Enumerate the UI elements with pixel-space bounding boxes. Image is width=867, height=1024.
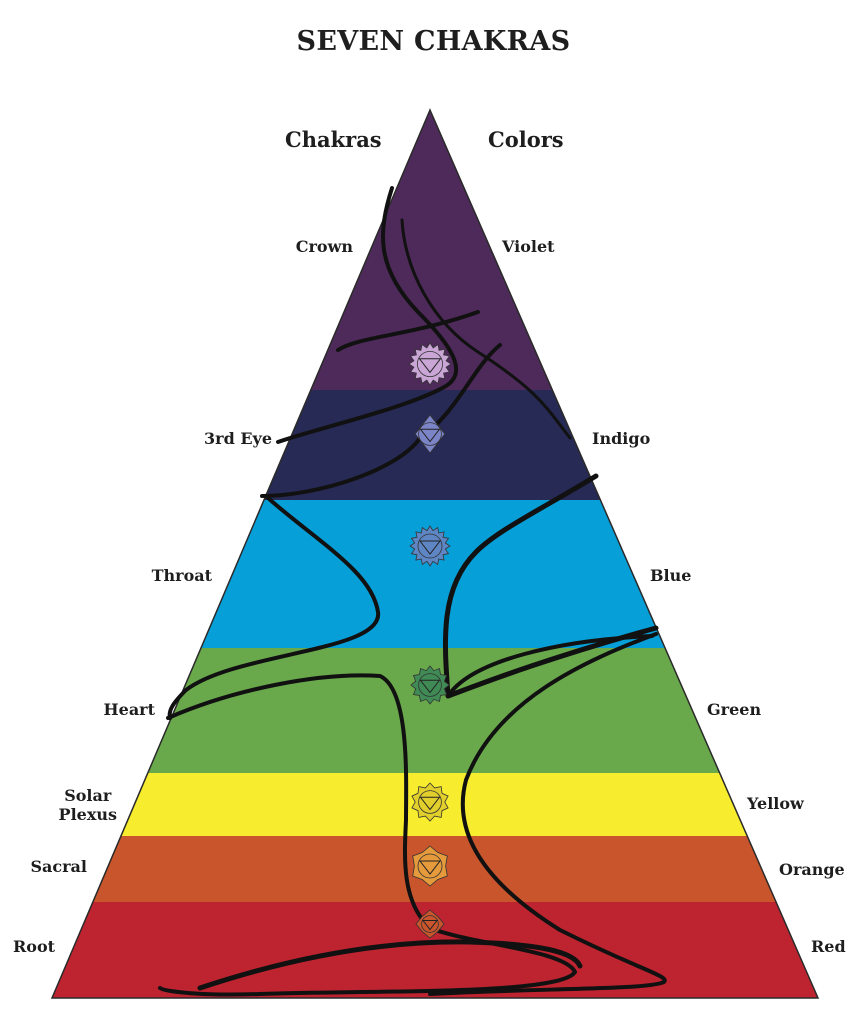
- color-label: Yellow: [747, 794, 804, 813]
- chakra-label: Heart: [103, 700, 155, 719]
- color-label: Violet: [502, 237, 555, 256]
- throat-chakra-symbol: [409, 525, 451, 567]
- color-label: Orange: [779, 860, 845, 879]
- colors-column-header: Colors: [488, 127, 564, 152]
- color-label: Red: [811, 937, 846, 956]
- heart-chakra-symbol: [410, 665, 450, 705]
- chakra-label: Root: [12, 937, 55, 956]
- chakra-symbols: [408, 342, 452, 939]
- chakra-label: Sacral: [30, 857, 87, 876]
- chakra-label: 3rd Eye: [204, 429, 272, 448]
- solar-plexus-chakra-symbol: [411, 782, 449, 822]
- root-chakra-symbol: [415, 909, 445, 939]
- color-label: Green: [707, 700, 762, 719]
- band-violet: [310, 110, 553, 390]
- sacral-chakra-symbol: [412, 845, 448, 887]
- band-blue: [200, 500, 666, 648]
- pyramid-outline: [50, 108, 820, 999]
- band-green: [147, 648, 720, 773]
- diagram-title: SEVEN CHAKRAS: [296, 26, 571, 57]
- color-label: Blue: [650, 566, 692, 585]
- color-label: Indigo: [592, 429, 651, 448]
- chakra-label: Crown: [295, 237, 353, 256]
- chakras-column-header: Chakras: [285, 127, 382, 152]
- crown-chakra-symbol: [408, 342, 452, 386]
- chakra-label: Throat: [151, 566, 212, 585]
- 3rd-eye-chakra-symbol: [414, 414, 446, 454]
